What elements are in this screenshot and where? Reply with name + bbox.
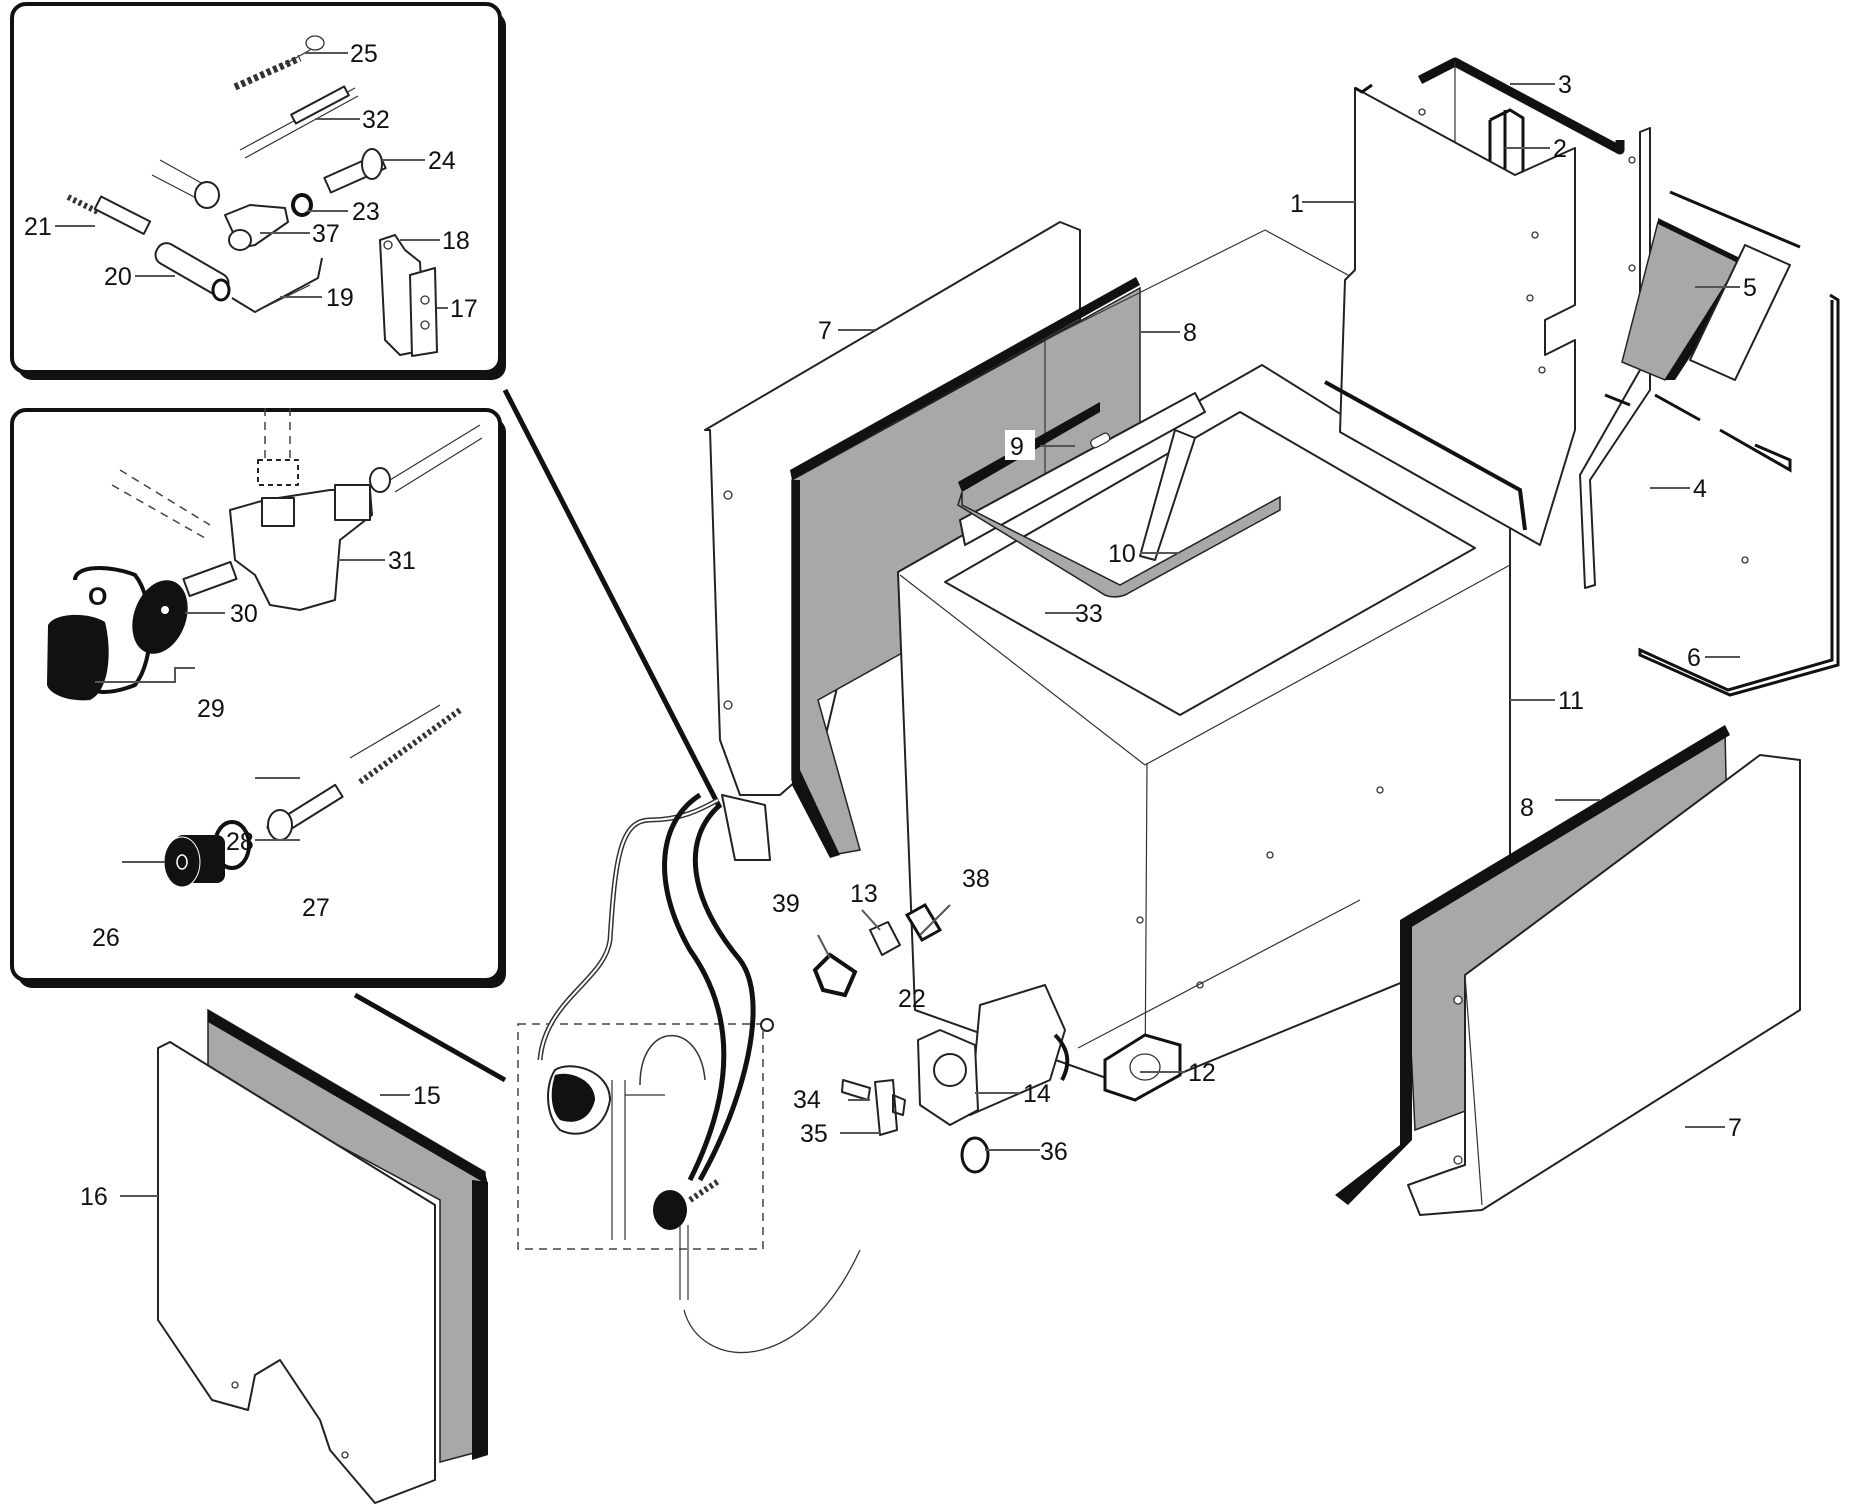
part-3-side-flange (1579, 127, 1651, 589)
callout-34: 34 (793, 1086, 821, 1114)
part-34-orifice (841, 1079, 871, 1101)
part-39-gasket (812, 952, 858, 998)
part-35-elbow (874, 1079, 906, 1136)
callout-32: 32 (362, 106, 390, 134)
part-26-cap (163, 835, 225, 888)
callout-labels: 1 2 3 4 5 6 7 7 8 8 9 10 11 12 13 14 15 … (24, 40, 1757, 1211)
callout-18: 18 (442, 227, 470, 255)
callout-6: 6 (1687, 644, 1701, 672)
callout-26: 26 (92, 924, 120, 952)
callout-24: 24 (428, 147, 456, 175)
callout-16: 16 (80, 1183, 108, 1211)
part-1-flue-hood (1324, 83, 1576, 546)
callout-20: 20 (104, 263, 132, 291)
callout-23: 23 (352, 198, 380, 226)
part-32-rod (239, 85, 359, 159)
part-22-nut (760, 1018, 774, 1032)
part-23-nut (291, 193, 313, 217)
gas-piping (517, 792, 861, 1354)
part-14-burner (917, 984, 1070, 1126)
callout-22: 22 (898, 985, 926, 1013)
part-9-top-frame (959, 392, 1206, 546)
knob-off-mark: O (88, 583, 107, 611)
callout-38: 38 (962, 865, 990, 893)
callout-5: 5 (1743, 274, 1757, 302)
part-38-gasket (904, 902, 943, 943)
callout-4: 4 (1693, 475, 1707, 503)
part-15-insulation-front (207, 1008, 488, 1463)
inset-pilot-burner (10, 2, 506, 380)
part-5-flue-baffle (1669, 190, 1801, 381)
part-13-plate (869, 921, 901, 956)
part-37-elbow-fitting (224, 204, 289, 251)
callout-9: 9 (1010, 433, 1024, 461)
callout-11: 11 (1558, 687, 1584, 715)
inset-gas-valve: O (10, 408, 506, 988)
callout-1: 1 (1290, 190, 1304, 218)
callout-13: 13 (850, 880, 878, 908)
callout-33: 33 (1075, 600, 1103, 628)
part-28-igniter (266, 704, 462, 841)
callout-8-left: 8 (1183, 319, 1197, 347)
callout-7-left: 7 (818, 317, 832, 345)
callout-15: 15 (413, 1082, 441, 1110)
callout-37: 37 (312, 220, 340, 248)
part-19-clip (231, 257, 323, 313)
part-7-side-panel-right (1407, 754, 1801, 1216)
callout-17: 17 (450, 295, 478, 323)
part-11-cabinet (897, 229, 1511, 1091)
part-31-gas-valve (182, 467, 391, 611)
callout-7-right: 7 (1728, 1114, 1742, 1142)
inset-pointer (502, 388, 723, 810)
part-6-flue-bracket (1604, 293, 1840, 697)
part-29-knob: O (47, 566, 152, 701)
inset-pointer (353, 992, 507, 1083)
leader-lines (120, 83, 1740, 1197)
part-10-strut (1139, 429, 1196, 561)
callout-30: 30 (230, 600, 258, 628)
callout-29: 29 (197, 695, 225, 723)
callout-36: 36 (1040, 1138, 1068, 1166)
callout-8-right: 8 (1520, 794, 1534, 822)
part-16-front-panel (157, 1041, 436, 1504)
callout-12: 12 (1188, 1059, 1216, 1087)
callout-35: 35 (800, 1120, 828, 1148)
part-17-18-bracket (379, 234, 438, 357)
part-3-flue-housing (1417, 57, 1625, 155)
callout-3: 3 (1558, 71, 1572, 99)
callout-14: 14 (1023, 1080, 1051, 1108)
callout-31: 31 (388, 547, 416, 575)
callout-21: 21 (24, 213, 52, 241)
callout-25: 25 (350, 40, 378, 68)
callout-2: 2 (1553, 135, 1567, 163)
part-36-flange (960, 1136, 990, 1174)
callout-27: 27 (302, 894, 330, 922)
part-20-sleeve (154, 242, 231, 302)
part-21-electrode (66, 194, 152, 235)
part-24-burner-tube (323, 148, 387, 194)
callout-19: 19 (326, 284, 354, 312)
callout-39: 39 (772, 890, 800, 918)
callout-10: 10 (1108, 540, 1136, 568)
callout-28: 28 (226, 828, 254, 856)
